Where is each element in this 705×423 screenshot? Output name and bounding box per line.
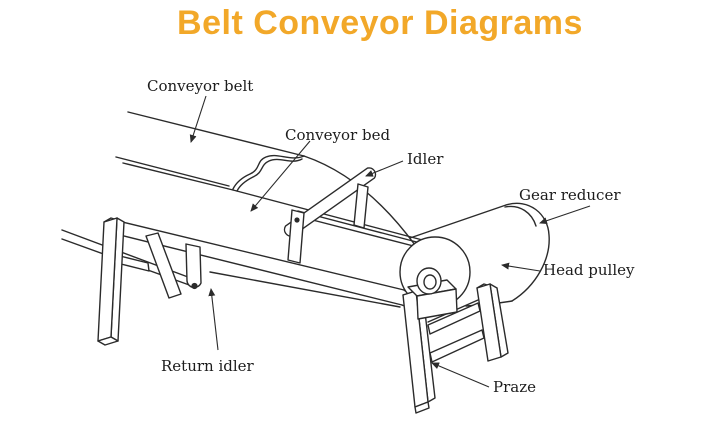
- right-stand: [402, 283, 509, 414]
- label-praze: Praze: [493, 378, 536, 396]
- label-conveyor-bed: Conveyor bed: [285, 126, 391, 144]
- page-title: Belt Conveyor Diagrams: [177, 4, 583, 42]
- leader-arrow-conveyor-belt: [189, 95, 207, 143]
- leader-arrow-head-pulley: [501, 262, 541, 272]
- bearing-ring: [416, 267, 442, 295]
- left-leg: [97, 217, 182, 346]
- leader-arrow-gear-reducer: [539, 205, 591, 225]
- idler-assembly: [283, 167, 377, 264]
- label-idler: Idler: [407, 150, 444, 168]
- label-head-pulley: Head pulley: [543, 261, 635, 279]
- label-gear-reducer: Gear reducer: [519, 186, 621, 204]
- leader-arrow-praze: [431, 362, 490, 388]
- label-conveyor-belt: Conveyor belt: [147, 77, 254, 95]
- gear-reducer-curve: [505, 202, 550, 302]
- pulley-rear-rim: [504, 205, 537, 227]
- leader-arrow-return-idler: [208, 288, 219, 351]
- return-idler-bracket: [185, 243, 202, 290]
- leader-arrow-idler: [365, 160, 404, 177]
- conveyor-belt-shape: [115, 111, 305, 192]
- leader-arrow-conveyor-bed: [250, 140, 311, 212]
- label-return-idler: Return idler: [161, 357, 254, 375]
- pulley-top-edge: [409, 204, 507, 239]
